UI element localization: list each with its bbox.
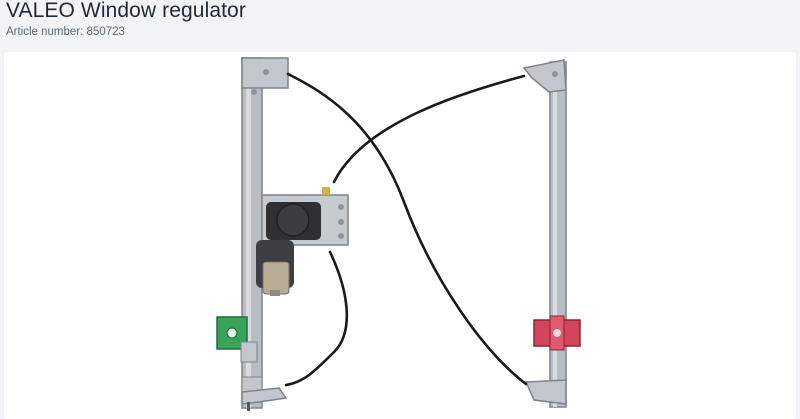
product-title: VALEO Window regulator xyxy=(6,0,246,22)
article-number-label: Article number: xyxy=(6,26,84,38)
right-rail xyxy=(522,59,567,408)
right-clip xyxy=(533,315,581,351)
cables xyxy=(284,72,528,387)
left-clip xyxy=(216,316,258,363)
product-image-panel xyxy=(4,52,796,419)
article-number-value: 850723 xyxy=(86,26,125,38)
product-header: VALEO Window regulator Article number: 8… xyxy=(0,0,800,52)
article-number: Article number: 850723 xyxy=(6,26,125,38)
window-regulator-image xyxy=(216,57,581,411)
motor xyxy=(256,202,321,296)
